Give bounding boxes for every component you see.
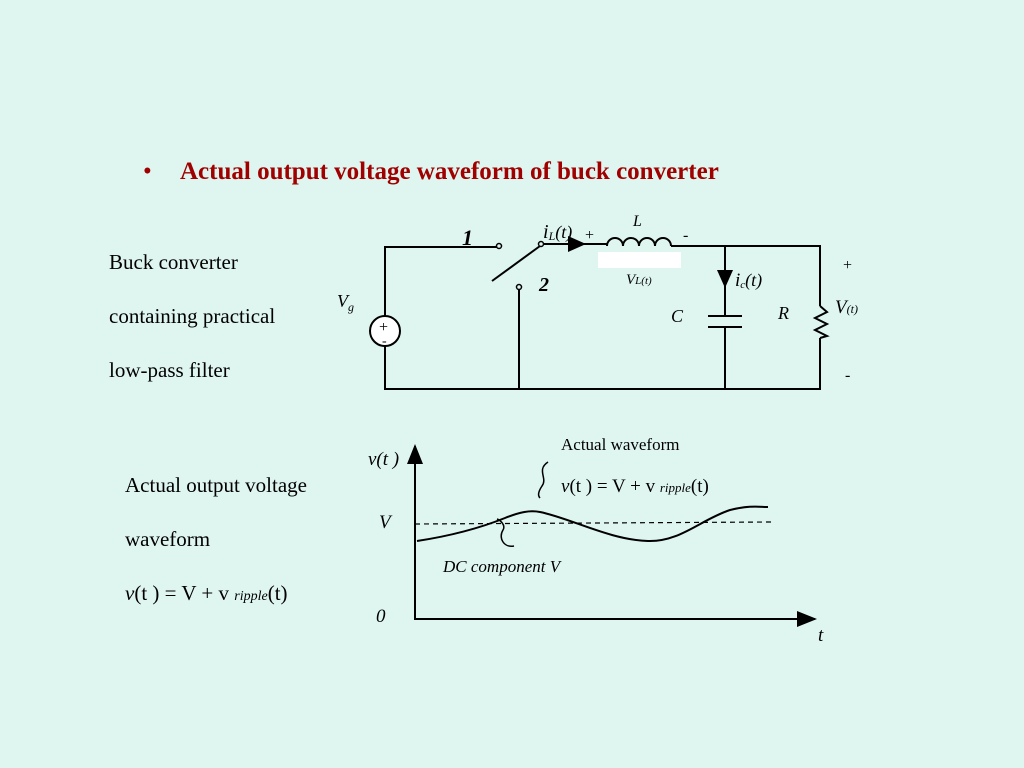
inductor-voltage-label: VL(t) [626, 272, 652, 288]
source-plus: + [379, 319, 388, 336]
resistor-label: R [777, 303, 789, 323]
wf-eq-ripple: ripple [660, 480, 691, 495]
eq-v: v [125, 581, 135, 605]
actual-waveform-pointer [537, 461, 549, 499]
output-plus: + [843, 257, 852, 274]
waveform-caption-equation: v(t ) = V + v ripple(t) [125, 581, 288, 606]
bullet: • [143, 158, 152, 185]
eq-eqV: = V + v [159, 581, 235, 605]
inductor-label: L [632, 213, 642, 230]
dc-component-line [414, 521, 773, 525]
y-axis-label-text: v(t ) [368, 449, 399, 470]
wf-eq-t-close: (t) [691, 476, 709, 497]
vL-sub: L(t) [634, 275, 652, 287]
capacitor-label: C [671, 306, 684, 326]
vL-V: V [626, 272, 637, 288]
dc-component-annotation: DC component V [442, 557, 563, 576]
current-iL-arrow-icon [568, 236, 586, 252]
eq-t-close: (t) [267, 581, 288, 605]
ic-i: i [735, 270, 740, 291]
switch-position-2: 2 [538, 274, 549, 296]
waveform-plot [407, 444, 817, 627]
y-axis-label: v(t ) [368, 449, 399, 470]
switch-contact-1 [495, 242, 503, 250]
zero-tick-label: 0 [376, 606, 386, 627]
iL-t: (t) [555, 222, 572, 243]
inductor-minus: - [683, 227, 688, 244]
eq-t-open: (t ) [134, 581, 160, 605]
circuit-caption-line1: Buck converter [109, 250, 238, 274]
source-sub: g [348, 300, 354, 314]
source-V: V [337, 291, 350, 311]
iL-sub: L [548, 229, 556, 243]
wf-eq-v: v [561, 476, 570, 497]
wf-eq-eqV: = V + v [592, 476, 660, 497]
out-sub: (t) [847, 302, 858, 316]
x-axis-label: t [818, 625, 824, 646]
ic-label: ic(t) [735, 270, 762, 291]
source-minus: - [382, 334, 387, 349]
switch-contact-2 [515, 283, 523, 291]
resistor-zigzag [812, 305, 830, 339]
V-tick-label: V [379, 512, 393, 533]
circuit-caption-line3: low-pass filter [109, 358, 230, 382]
out-V: V [835, 297, 849, 318]
waveform-caption-line1: Actual output voltage [125, 473, 307, 497]
switch-blade [491, 245, 541, 282]
ic-sub: c [740, 279, 745, 291]
buck-converter-circuit [369, 237, 830, 390]
inductor-voltage-box [598, 252, 681, 268]
slide-title: Actual output voltage waveform of buck c… [180, 158, 719, 185]
inductor-plus: + [585, 227, 594, 244]
current-ic-arrow-icon [717, 270, 733, 288]
output-voltage-label: V(t) [835, 297, 858, 318]
actual-waveform-annotation: Actual waveform [561, 435, 679, 454]
circuit-caption-line2: containing practical [109, 304, 276, 328]
voltage-source-icon [369, 315, 401, 347]
wf-eq-t-open: (t ) [569, 476, 592, 497]
source-label: Vg [337, 291, 354, 314]
wire-top-left [384, 246, 497, 318]
inductor-coil [606, 237, 672, 247]
ic-t: (t) [745, 270, 762, 291]
waveform-equation: v(t ) = V + v ripple(t) [561, 476, 709, 497]
iL-i: i [543, 221, 549, 243]
wire-inductor-to-output [671, 245, 821, 306]
actual-waveform-curve [416, 505, 769, 543]
output-minus: - [845, 367, 850, 384]
dc-component-pointer [496, 518, 515, 547]
switch-position-1: 1 [462, 225, 473, 250]
wire-bottom-left [384, 338, 821, 390]
waveform-caption-line2: waveform [125, 527, 211, 551]
eq-ripple: ripple [234, 589, 268, 604]
iL-label: iL(t) [543, 221, 572, 243]
